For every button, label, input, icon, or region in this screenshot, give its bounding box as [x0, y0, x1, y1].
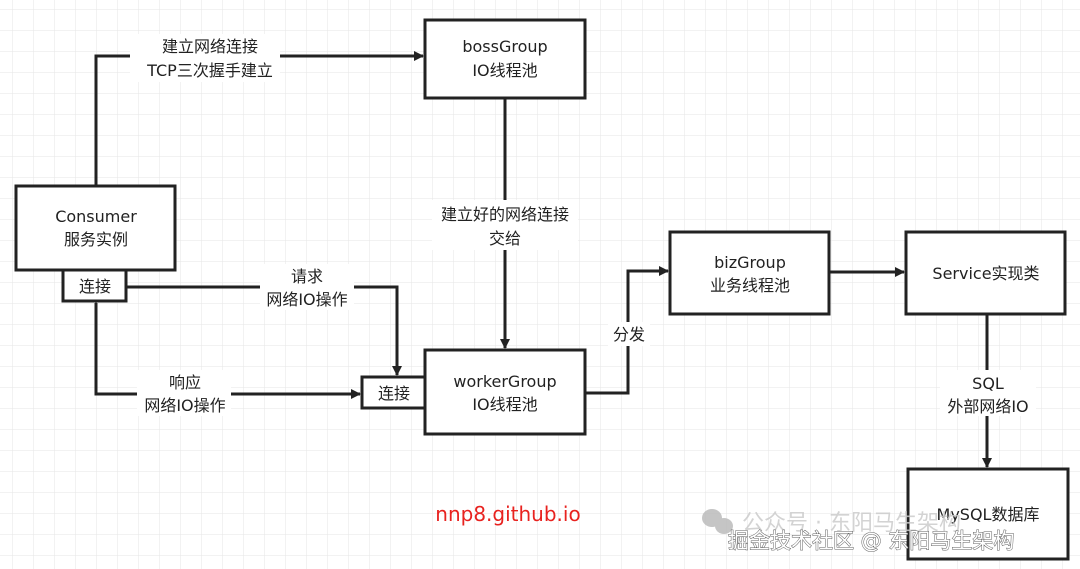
node-mysql-title: MySQL数据库 — [937, 505, 1040, 524]
node-worker-group: workerGroup IO线程池 连接 — [360, 348, 587, 436]
node-boss-subtitle: IO线程池 — [472, 61, 537, 80]
watermark: 公众号 · 东阳马生架构 掘金技术社区 @ 东阳马生架构 — [702, 509, 1015, 554]
edge-label-response-2: 网络IO操作 — [144, 396, 225, 415]
node-consumer-title: Consumer — [55, 207, 137, 226]
node-mysql: MySQL数据库 — [906, 467, 1070, 561]
consumer-connection-port — [61, 268, 128, 303]
node-service: Service实现类 — [904, 230, 1067, 316]
node-boss-title: bossGroup — [462, 37, 547, 56]
edge-label-response-1: 响应 — [169, 373, 201, 392]
edge-label-handoff-1: 建立好的网络连接 — [441, 205, 569, 224]
node-consumer: Consumer 服务实例 连接 — [14, 184, 177, 303]
edge-label-sql-2: 外部网络IO — [947, 397, 1028, 416]
node-biz-group: bizGroup 业务线程池 — [668, 230, 831, 316]
edge-label-request-2: 网络IO操作 — [266, 290, 347, 309]
site-url-text: nnp8.github.io — [435, 502, 580, 526]
edge-label-request-1: 请求 — [291, 267, 323, 286]
worker-connection-port — [360, 375, 427, 410]
consumer-port-label: 连接 — [79, 277, 111, 296]
node-worker-title: workerGroup — [453, 372, 556, 391]
edge-label-sql-1: SQL — [972, 374, 1004, 393]
node-consumer-subtitle: 服务实例 — [64, 230, 128, 249]
edge-label-dispatch: 分发 — [613, 325, 645, 344]
node-biz-subtitle: 业务线程池 — [710, 276, 790, 295]
watermark-line1: 公众号 · 东阳马生架构 — [742, 511, 961, 536]
wechat-icon — [702, 509, 733, 534]
node-service-title: Service实现类 — [932, 264, 1039, 283]
watermark-line2: 掘金技术社区 @ 东阳马生架构 — [728, 529, 1014, 553]
node-biz-title: bizGroup — [714, 253, 786, 272]
edge-label-handoff-2: 交给 — [489, 229, 521, 248]
worker-port-label: 连接 — [378, 384, 410, 403]
node-boss-group: bossGroup IO线程池 — [423, 18, 587, 100]
node-worker-subtitle: IO线程池 — [472, 395, 537, 414]
edge-connect — [94, 51, 424, 186]
edge-request — [126, 285, 402, 376]
edge-response — [91, 294, 361, 399]
edge-label-connect-2: TCP三次握手建立 — [146, 61, 273, 80]
edge-label-connect-1: 建立网络连接 — [162, 37, 258, 56]
